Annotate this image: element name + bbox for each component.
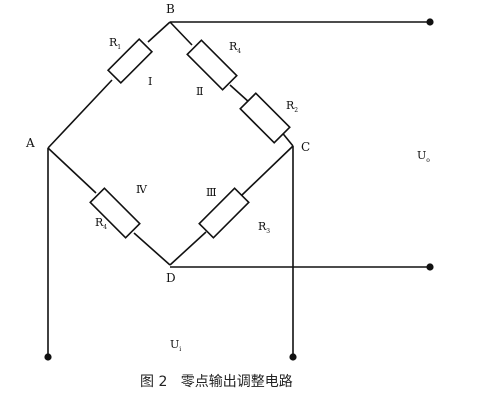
resistor-label-r2: R2: [286, 99, 298, 114]
resistor-r4-lower: [89, 187, 141, 239]
wire-r4bottom-to-d: [133, 232, 171, 266]
node-label-d: D: [166, 271, 176, 285]
wire-r3-to-c: [241, 145, 294, 196]
bridge-wires: [47, 21, 294, 266]
node-label-c: C: [301, 140, 310, 154]
output-terminal-bottom: [426, 263, 434, 271]
figure-caption: 图 2 零点输出调整电路: [140, 374, 293, 390]
arm-label-2: Ⅱ: [196, 85, 203, 98]
resistor-label-r4-upper: R4: [229, 40, 241, 55]
output-voltage-label: Uo: [417, 149, 430, 164]
output-terminal-top: [426, 18, 434, 26]
resistor-label-r4-lower: R4: [95, 216, 107, 231]
input-terminal-left: [44, 353, 52, 361]
arm-label-4: Ⅳ: [136, 183, 148, 196]
resistor-r4-upper: [186, 39, 238, 91]
resistor-r3: [198, 187, 250, 239]
arm-label-1: Ⅰ: [148, 75, 152, 88]
input-terminal-right: [289, 353, 297, 361]
resistor-r1: [106, 37, 154, 85]
wire-r4top-to-r2: [229, 84, 251, 104]
input-voltage-label: Ui: [170, 338, 181, 353]
wire-d-to-r3: [169, 231, 207, 266]
arm-label-3: Ⅲ: [206, 186, 217, 199]
wire-a-to-r1: [47, 79, 113, 149]
wire-a-to-r4bottom: [47, 147, 97, 194]
resistor-label-r1: R1: [109, 36, 121, 51]
resistor-label-r3: R3: [258, 220, 270, 235]
node-label-b: B: [166, 2, 175, 16]
wire-b-to-r4top: [169, 21, 193, 46]
leads: [47, 21, 430, 357]
wire-r1-to-b: [147, 21, 171, 43]
resistor-r2: [239, 92, 291, 144]
node-label-a: A: [25, 136, 35, 150]
